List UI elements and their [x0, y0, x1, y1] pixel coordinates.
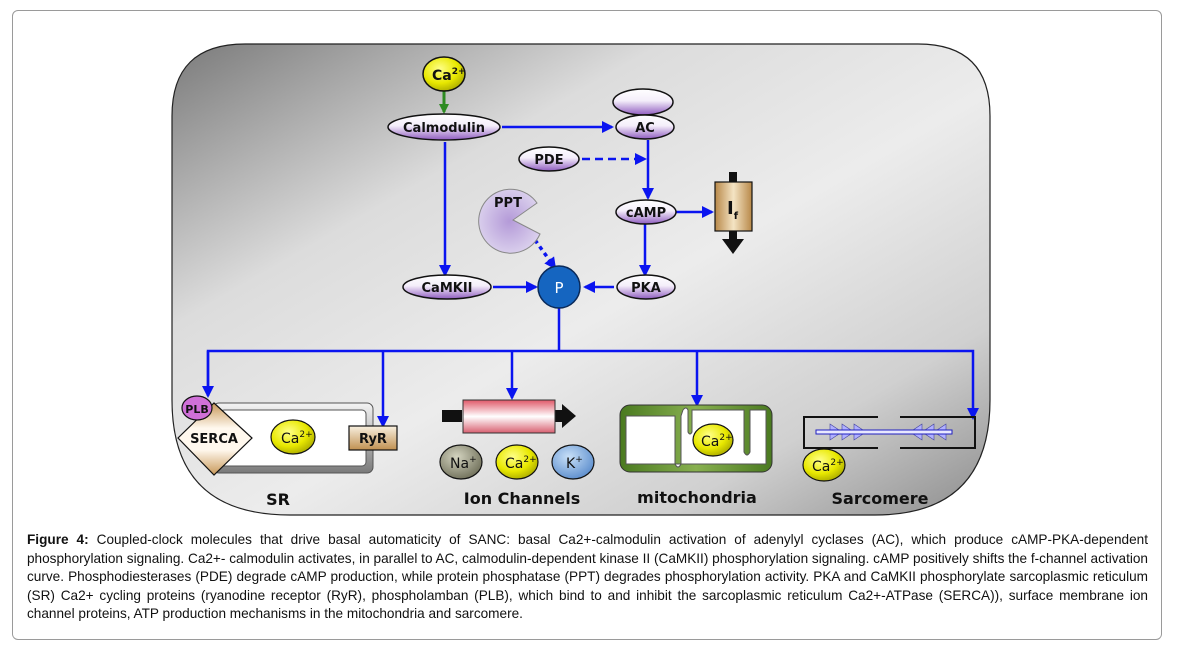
- svg-text:RyR: RyR: [359, 432, 387, 447]
- plb-node: PLB: [181, 395, 213, 421]
- ion-channels-title: Ion Channels: [464, 489, 580, 508]
- figure-label: Figure 4:: [27, 532, 89, 547]
- svg-text:P: P: [554, 279, 563, 297]
- ion-ca-ion: Ca2+: [495, 444, 539, 480]
- sarcomere-compartment: Ca2+ Sarcomere: [802, 416, 976, 508]
- calmodulin-node: Calmodulin: [387, 113, 501, 141]
- figure-caption: Figure 4: Coupled-clock molecules that d…: [27, 531, 1148, 624]
- sr-title: SR: [266, 490, 290, 509]
- svg-text:AC: AC: [635, 121, 655, 136]
- mitochondria-title: mitochondria: [637, 488, 757, 507]
- mito-ca-ion: Ca2+: [692, 423, 734, 457]
- phosphorylation-node: P: [537, 265, 581, 309]
- ion-channels-compartment: Na+ Ca2+ K+ Ion Channels: [439, 399, 595, 508]
- diagram-panel: [171, 43, 991, 516]
- svg-text:Calmodulin: Calmodulin: [403, 121, 485, 136]
- ac-node: AC: [612, 88, 675, 140]
- sr-compartment: SERCA PLB Ca2+ RyR SR: [177, 395, 398, 509]
- camkii-node: CaMKII: [402, 274, 492, 300]
- svg-text:Ca2+: Ca2+: [701, 433, 733, 450]
- svg-text:SERCA: SERCA: [190, 432, 238, 447]
- svg-text:PKA: PKA: [631, 281, 661, 296]
- svg-text:cAMP: cAMP: [626, 206, 666, 221]
- sr-ca-ion: Ca2+: [270, 419, 316, 455]
- ppt-node: PPT: [478, 188, 541, 254]
- ca-ion-node: Ca2+: [422, 56, 466, 92]
- pathway-arrows: [202, 90, 979, 428]
- if-channel-node: If: [714, 172, 753, 254]
- camp-node: cAMP: [615, 199, 677, 225]
- arrow-ppt-to-p: [533, 238, 557, 270]
- svg-text:PLB: PLB: [185, 403, 208, 416]
- pka-node: PKA: [616, 274, 676, 300]
- sarcomere-ca-ion: Ca2+: [802, 448, 846, 482]
- svg-text:CaMKII: CaMKII: [422, 281, 473, 296]
- svg-text:Ca2+: Ca2+: [281, 430, 313, 447]
- na-ion: Na+: [439, 444, 483, 480]
- serca-pump: SERCA: [177, 402, 253, 476]
- k-ion: K+: [551, 444, 595, 480]
- svg-text:PDE: PDE: [534, 153, 563, 168]
- svg-text:Ca2+: Ca2+: [812, 458, 844, 475]
- mitochondria-compartment: Ca2+ mitochondria: [619, 404, 773, 507]
- svg-text:If: If: [727, 198, 739, 222]
- svg-text:PPT: PPT: [494, 196, 522, 211]
- svg-text:Ca2+: Ca2+: [432, 67, 466, 84]
- sarcomere-title: Sarcomere: [832, 489, 929, 508]
- svg-text:Na+: Na+: [450, 455, 477, 472]
- ryr-channel: RyR: [348, 425, 398, 451]
- svg-text:K+: K+: [566, 455, 583, 472]
- pde-node: PDE: [518, 146, 580, 172]
- svg-text:Ca2+: Ca2+: [505, 455, 537, 472]
- caption-text: Coupled-clock molecules that drive basal…: [27, 532, 1148, 622]
